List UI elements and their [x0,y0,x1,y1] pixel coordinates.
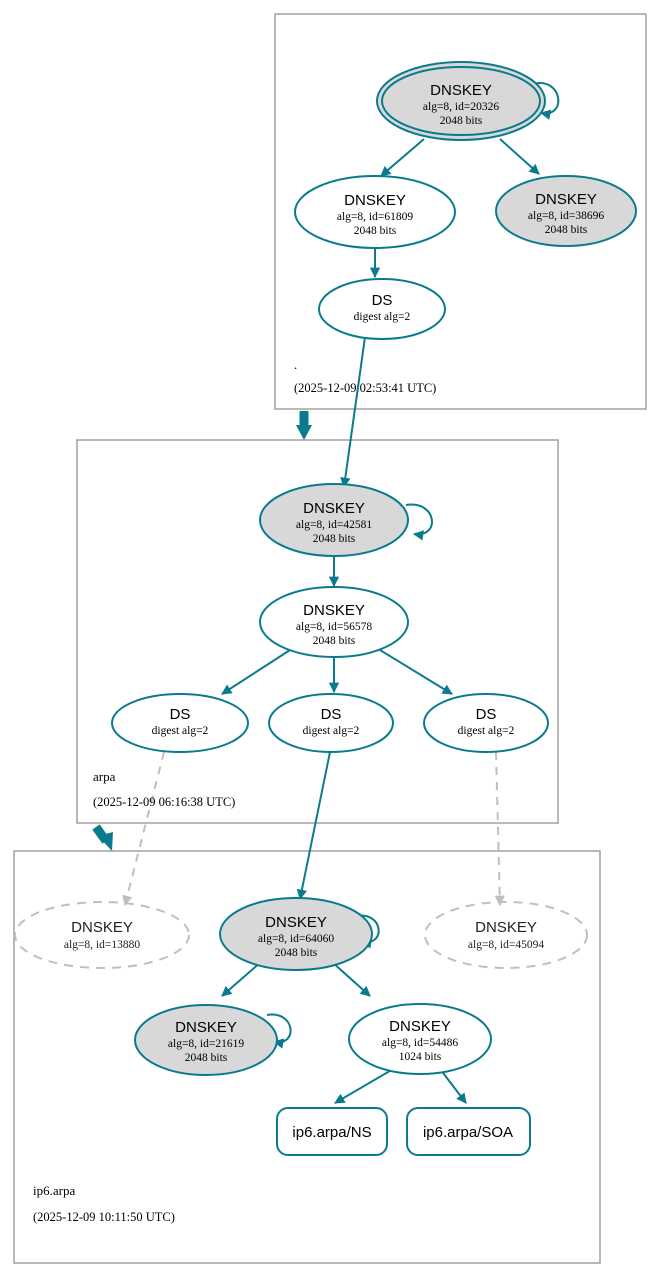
node-ip6-rrset-ns[interactable]: ip6.arpa/NS [276,1107,388,1156]
zone-box-arpa [76,439,559,824]
node-digest-info: digest alg=2 [303,725,360,737]
delegation-arrow-root-to-arpa [296,411,312,440]
zone-label-arpa-name: arpa [93,769,116,784]
node-key-info: alg=8, id=38696 [528,210,604,222]
node-key-size: 2048 bits [185,1052,228,1064]
node-ip6-dnskey-64060[interactable]: DNSKEY alg=8, id=64060 2048 bits [219,897,373,971]
edge-self-sign-ip6-ksk21619 [266,1013,292,1049]
node-title: DNSKEY [303,602,365,619]
zone-box-ip6arpa [13,850,601,1264]
edge-arpa-ds2-to-ip6-ksk64060 [296,751,331,901]
zone-label-arpa-timestamp: (2025-12-09 06:16:38 UTC) [93,795,235,809]
edge-self-sign-arpa-ksk [405,503,433,541]
zone-label-ip6arpa-name: ip6.arpa [33,1183,75,1198]
node-key-info: alg=8, id=61809 [337,211,413,223]
node-arpa-ds-1[interactable]: DS digest alg=2 [111,693,249,753]
node-title: DNSKEY [389,1018,451,1035]
delegation-arrow-arpa-to-ip6arpa [92,824,113,851]
node-title: DS [476,706,497,723]
node-title: DS [321,706,342,723]
node-key-info: alg=8, id=20326 [423,101,499,113]
edge-ip6-ksk64060-to-zsk54486 [331,961,371,997]
node-title: DNSKEY [430,82,492,99]
node-root-ds[interactable]: DS digest alg=2 [318,278,446,340]
edge-arpa-zsk-to-ds1 [221,649,291,695]
node-key-size: 2048 bits [440,115,483,127]
node-key-info: alg=8, id=21619 [168,1038,244,1050]
node-root-dnskey-38696[interactable]: DNSKEY alg=8, id=38696 2048 bits [495,175,637,247]
node-title: DNSKEY [535,191,597,208]
node-title: DNSKEY [344,192,406,209]
node-ip6-dnskey-21619[interactable]: DNSKEY alg=8, id=21619 2048 bits [134,1004,278,1076]
node-digest-info: digest alg=2 [152,725,209,737]
node-key-info: alg=8, id=42581 [296,519,372,531]
node-title: DNSKEY [475,919,537,936]
node-key-size: 2048 bits [313,533,356,545]
node-root-dnskey-20326[interactable]: DNSKEY alg=8, id=20326 2048 bits [376,61,546,141]
node-key-size: 2048 bits [275,947,318,959]
node-key-info: alg=8, id=64060 [258,933,334,945]
node-title: DS [170,706,191,723]
node-title: DS [372,292,393,309]
node-key-size: 2048 bits [354,225,397,237]
zone-label-root-timestamp: (2025-12-09 02:53:41 UTC) [294,381,436,395]
node-ip6-dnskey-45094[interactable]: DNSKEY alg=8, id=45094 [424,901,588,969]
edge-arpa-ds1-to-ip6-key13880 [122,751,165,907]
node-title: DNSKEY [175,1019,237,1036]
zone-label-root-name: . [294,357,297,372]
node-arpa-ds-2[interactable]: DS digest alg=2 [268,693,394,753]
zone-label-ip6arpa-timestamp: (2025-12-09 10:11:50 UTC) [33,1210,175,1224]
zone-box-root [274,13,647,410]
node-key-info: alg=8, id=54486 [382,1037,458,1049]
node-ip6-dnskey-13880[interactable]: DNSKEY alg=8, id=13880 [14,901,190,969]
node-arpa-ds-3[interactable]: DS digest alg=2 [423,693,549,753]
node-title: DNSKEY [303,500,365,517]
node-key-size: 2048 bits [545,224,588,236]
edge-root-ds-to-arpa-ksk [340,329,367,489]
node-arpa-dnskey-42581[interactable]: DNSKEY alg=8, id=42581 2048 bits [259,483,409,557]
node-root-dnskey-61809[interactable]: DNSKEY alg=8, id=61809 2048 bits [294,175,456,249]
node-key-size: 2048 bits [313,635,356,647]
node-title: ip6.arpa/NS [292,1124,371,1141]
edge-root-ksk-to-zsk61809 [380,138,425,177]
node-key-info: alg=8, id=13880 [64,939,140,951]
node-digest-info: digest alg=2 [354,311,411,323]
node-key-size: 1024 bits [399,1051,442,1063]
node-ip6-rrset-soa[interactable]: ip6.arpa/SOA [406,1107,531,1156]
node-title: DNSKEY [265,914,327,931]
node-key-info: alg=8, id=56578 [296,621,372,633]
edge-self-sign-root-ksk [532,82,560,120]
edge-ip6-ksk64060-to-ksk21619 [221,961,262,997]
edge-arpa-zsk-to-ds3 [379,649,453,695]
node-title: DNSKEY [71,919,133,936]
edge-root-ksk-to-key38696 [499,138,540,175]
node-ip6-dnskey-54486[interactable]: DNSKEY alg=8, id=54486 1024 bits [348,1003,492,1075]
node-key-info: alg=8, id=45094 [468,939,544,951]
node-title: ip6.arpa/SOA [423,1124,513,1141]
node-arpa-dnskey-56578[interactable]: DNSKEY alg=8, id=56578 2048 bits [259,586,409,658]
node-digest-info: digest alg=2 [458,725,515,737]
edge-arpa-ds3-to-ip6-key45094 [494,751,505,907]
